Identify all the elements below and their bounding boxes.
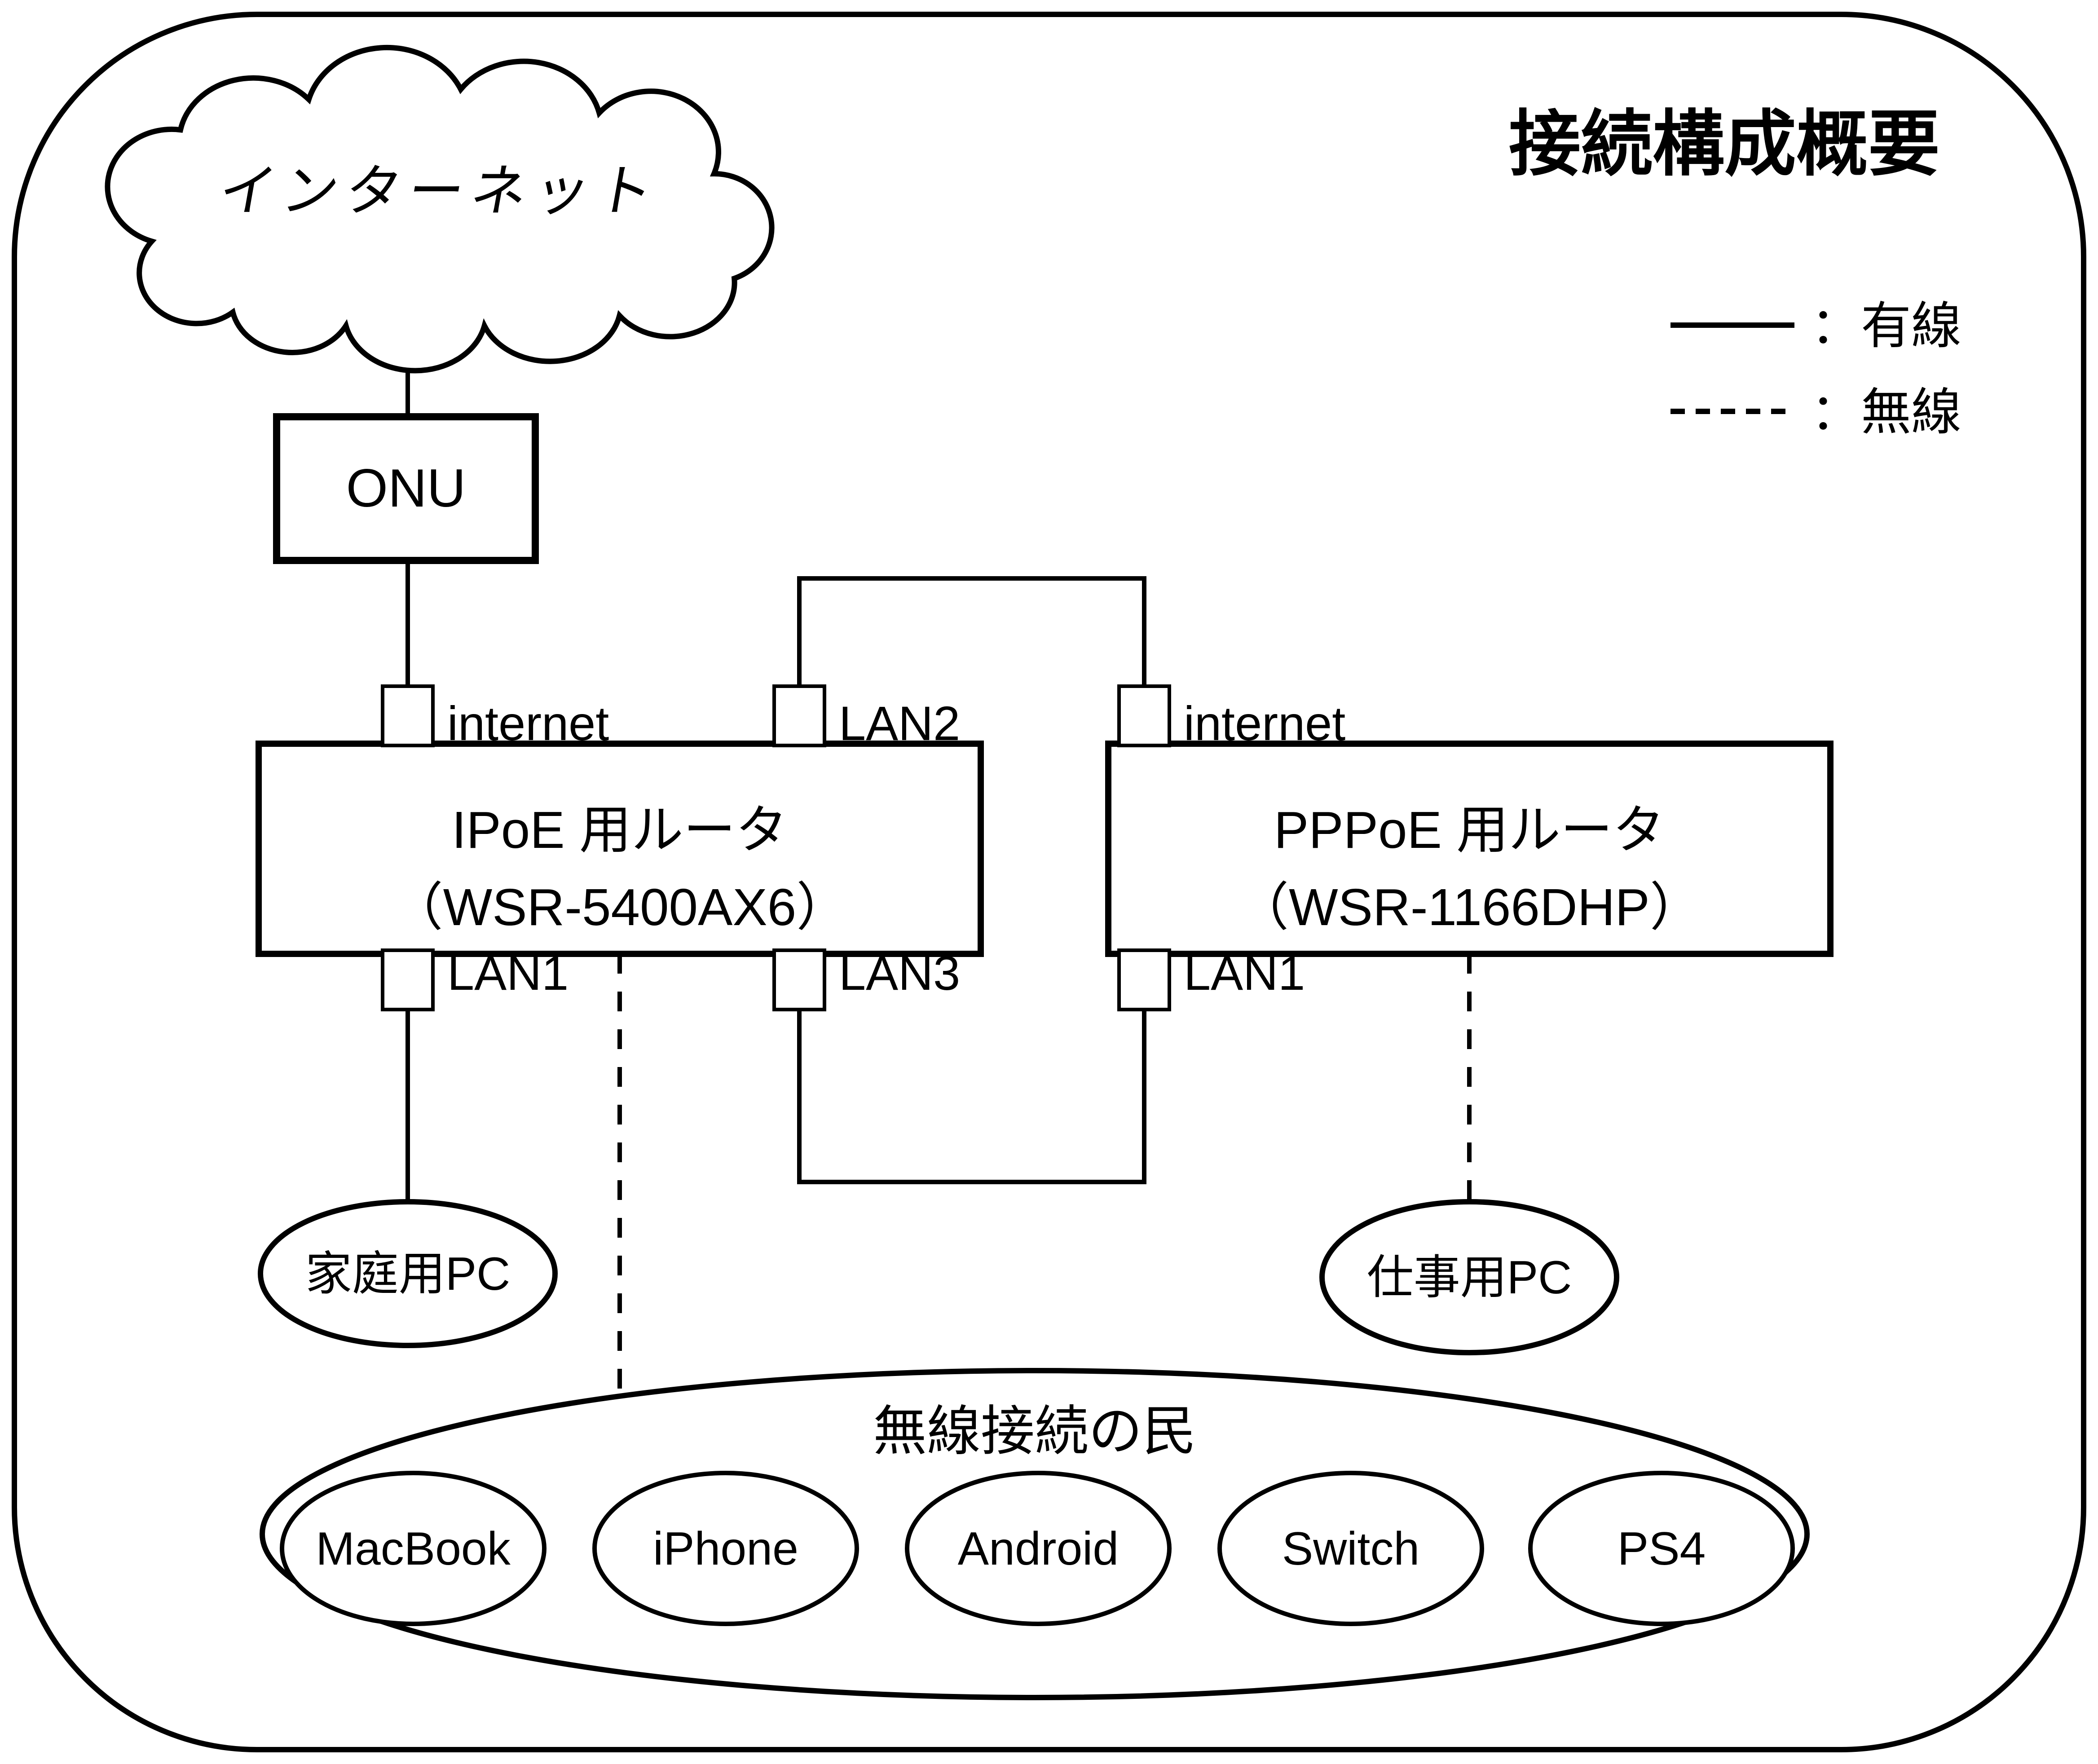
port-pppoe-internet — [1117, 684, 1171, 747]
cloud-label: インターネット — [214, 160, 665, 222]
pppoe-router-box — [1105, 741, 1834, 957]
home-pc-label: 家庭用PC — [305, 1248, 510, 1300]
legend-wired-label: ：有線 — [1811, 298, 1961, 354]
work-pc-ellipse — [1319, 1199, 1619, 1355]
pppoe-router-label: PPPoE 用ルータ — [1274, 801, 1665, 859]
device-ellipse-switch — [1217, 1471, 1484, 1626]
port-label-ipoe-lan2: LAN2 — [839, 696, 960, 750]
port-ipoe-lan2 — [772, 684, 826, 747]
port-ipoe-lan3 — [772, 948, 826, 1011]
device-label-macbook: MacBook — [316, 1523, 511, 1575]
internet-cloud — [105, 44, 775, 374]
wireless-device-ellipses — [280, 1471, 1795, 1626]
port-label-pppoe-lan1: LAN1 — [1184, 946, 1305, 1000]
legend: ：有線 ：無線 — [1670, 298, 1961, 440]
wired-line-lan3-pppoe-lan1 — [797, 1002, 1146, 1184]
onu-label: ONU — [346, 458, 466, 518]
ipoe-router-label: IPoE 用ルータ — [452, 801, 788, 859]
port-label-ipoe-internet: internet — [447, 696, 609, 750]
device-label-iphone: iPhone — [653, 1523, 798, 1575]
ipoe-router-model: （WSR-5400AX6） — [391, 878, 849, 936]
pppoe-router-model: （WSR-1166DHP） — [1237, 878, 1702, 936]
device-ellipse-android — [905, 1471, 1172, 1626]
port-pppoe-lan1 — [1117, 948, 1171, 1011]
connections — [405, 334, 1472, 1396]
wired-line-lan2-pppoe-internet — [797, 576, 1146, 693]
port-label-pppoe-internet: internet — [1184, 696, 1345, 750]
onu-box — [273, 413, 539, 564]
ports — [381, 684, 1171, 1011]
device-ellipse-macbook — [280, 1471, 547, 1626]
port-ipoe-lan1 — [381, 948, 435, 1011]
work-pc-label: 仕事用PC — [1367, 1252, 1572, 1304]
device-label-switch: Switch — [1282, 1523, 1419, 1575]
device-ellipse-ps4 — [1528, 1471, 1795, 1626]
page-title: 接続構成概要 — [1509, 104, 1940, 184]
ipoe-router-box — [256, 741, 984, 957]
device-label-android: Android — [958, 1523, 1119, 1575]
port-label-ipoe-lan1: LAN1 — [447, 946, 569, 1000]
device-label-ps4: PS4 — [1618, 1523, 1706, 1575]
home-pc-ellipse — [258, 1199, 558, 1348]
port-label-ipoe-lan3: LAN3 — [839, 946, 960, 1000]
device-ellipse-iphone — [592, 1471, 859, 1626]
wireless-group-label: 無線接続の民 — [873, 1401, 1196, 1461]
legend-wireless-label: ：無線 — [1811, 384, 1961, 440]
diagram-border — [12, 12, 2086, 1752]
port-ipoe-internet — [381, 684, 435, 747]
